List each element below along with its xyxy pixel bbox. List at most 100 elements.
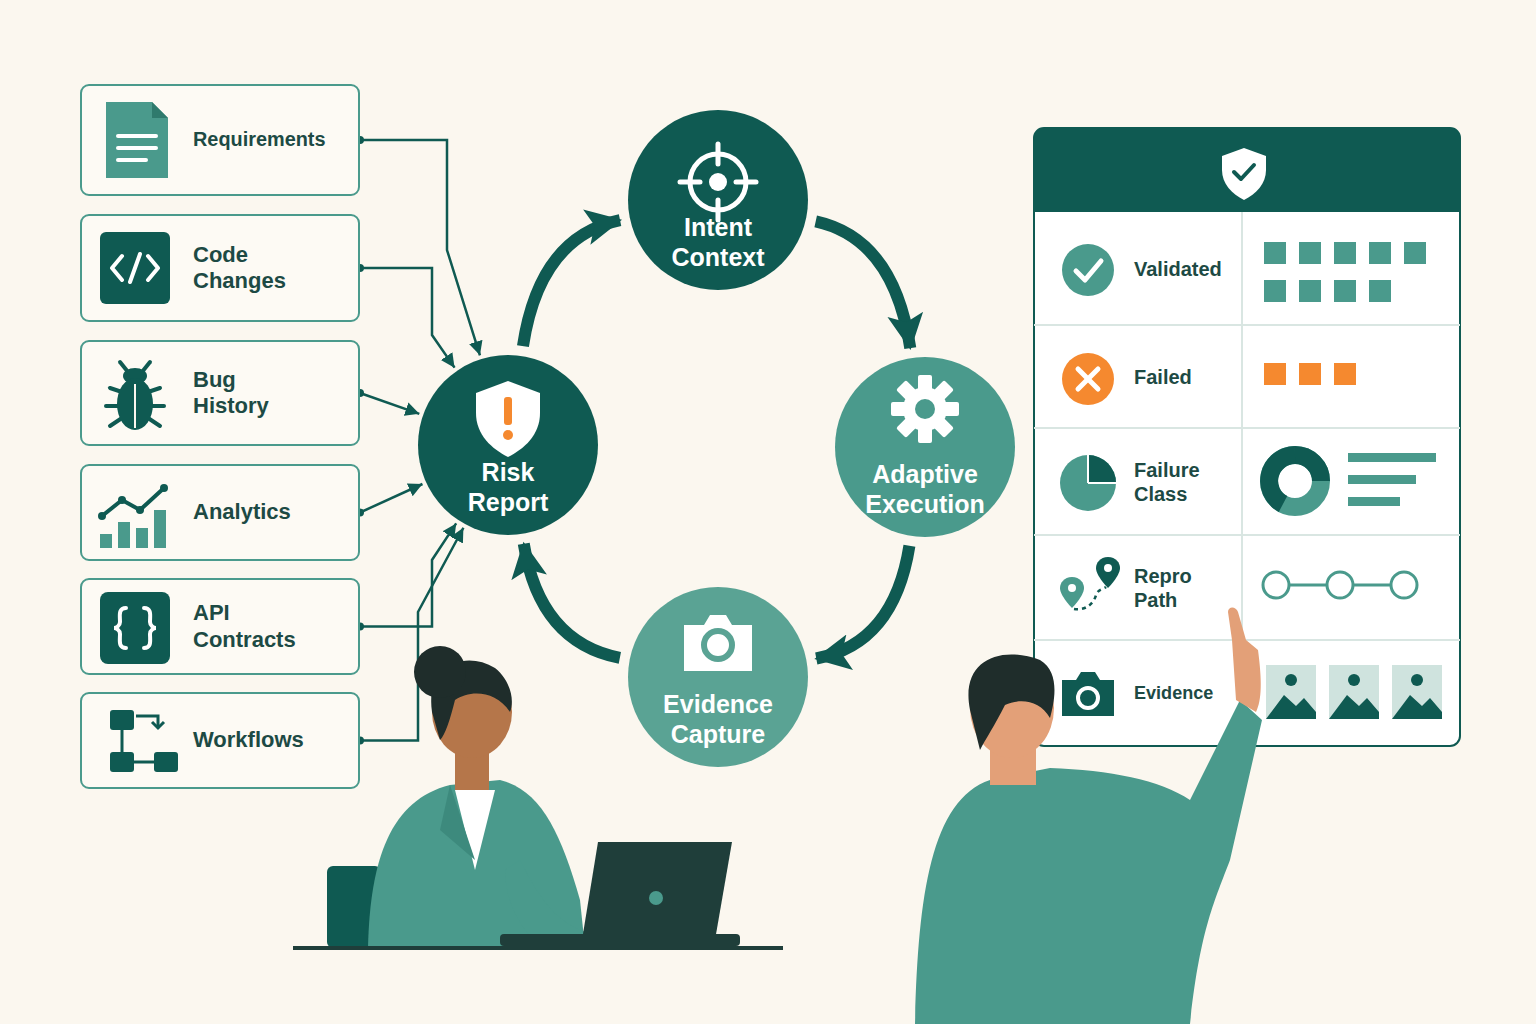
illustration-part [152,722,164,728]
illustration-part [1034,324,1460,326]
illustration-part [709,173,727,191]
illustration-part [918,427,932,443]
input-box: Bug History [80,340,360,446]
input-box: Analytics [80,464,360,561]
illustration-part [933,417,954,438]
node-label: API Contracts [193,600,303,653]
illustration-part [1062,672,1114,716]
text-group: Adaptive Execution [845,459,1005,519]
text-group: Failure Class [1134,458,1219,506]
illustration-part [1404,242,1426,264]
process-circle: Evidence Capture [628,587,808,767]
illustration-part [110,710,134,730]
illustration-part [1327,572,1353,598]
input-box: Code Changes [80,214,360,322]
text-group: Analytics [193,499,353,525]
input-connector [360,484,422,512]
illustration-part [1285,674,1297,686]
cycle-arrow [816,546,909,659]
illustration-part [1392,695,1442,719]
node-label: Validated [1134,257,1234,281]
node-shape [1036,430,1241,534]
illustration-part [1034,639,1460,641]
illustration-part [136,528,148,548]
illustration-part [1295,455,1321,481]
illustration-part [968,654,1054,750]
illustration-part [1289,584,1327,587]
illustration-part [1334,363,1356,385]
illustration-part [1348,453,1436,462]
illustration-part [582,842,732,940]
illustration-part [112,254,158,282]
illustration-part [102,488,164,516]
illustration-part [1060,455,1116,511]
illustration-part [152,102,168,118]
process-circle: Intent Context [628,110,808,290]
illustration-part [81,693,359,788]
illustration-part [418,355,598,535]
illustration-part [1353,584,1391,587]
illustration-part [1348,475,1416,484]
illustration-part [1348,674,1360,686]
illustration-part [896,417,917,438]
process-circle: Adaptive Execution [835,357,1015,537]
illustration-part [1060,577,1084,608]
illustration-part [1034,212,1460,746]
text-group: Code Changes [193,242,303,295]
illustration-part [118,146,156,150]
node-label: Bug History [193,367,288,420]
illustration-part [933,380,954,401]
input-connector [360,140,480,355]
node-label: Adaptive Execution [845,459,1005,519]
illustration-part [1266,695,1316,719]
illustration-part [1062,353,1114,405]
illustration-part [1334,280,1356,302]
illustration-part [1222,148,1266,200]
illustration-part [1088,455,1116,483]
illustration-part [1088,455,1116,483]
illustration-part [98,512,106,520]
illustration-part [293,946,783,950]
text-group: Requirements [193,128,360,152]
illustration-part [122,716,164,762]
illustration-part [1411,674,1423,686]
text-group: Failed [1134,365,1234,389]
illustration-part [1062,244,1114,296]
result-row: Repro Path [1036,537,1241,639]
node-label: Analytics [193,499,353,525]
illustration-part [1334,242,1356,264]
illustration-part [736,180,756,185]
illustration-part [1078,369,1098,389]
illustration-part [476,381,540,457]
illustration-part [1034,534,1460,536]
illustration-part [130,254,140,282]
illustration-part [81,341,359,445]
results-panel [1034,128,1460,746]
illustration-part [118,158,146,162]
text-group: Risk Report [461,457,556,517]
input-connector [360,523,456,626]
illustration-part [1299,363,1321,385]
illustration-part [649,891,663,905]
illustration-part [106,102,168,178]
illustration-part [1264,363,1286,385]
node-label: Failure Class [1134,458,1219,506]
illustration-part [118,496,126,504]
result-row: Evidence [1036,642,1241,745]
illustration-part [504,397,512,425]
illustration-part [684,615,752,671]
node-label: Evidence [1134,683,1236,705]
illustration-part [915,399,935,419]
node-label: Evidence Capture [638,689,798,749]
illustration-part [835,357,1015,537]
illustration-part [154,752,178,772]
illustration-part [1078,688,1098,708]
result-row: Validated [1036,214,1241,324]
node-label: Intent Context [656,212,781,272]
illustration-part [680,144,756,220]
result-row: Failure Class [1036,430,1241,534]
illustration-part [1266,665,1442,719]
node-label: Repro Path [1134,564,1209,612]
node-label: Failed [1134,365,1234,389]
